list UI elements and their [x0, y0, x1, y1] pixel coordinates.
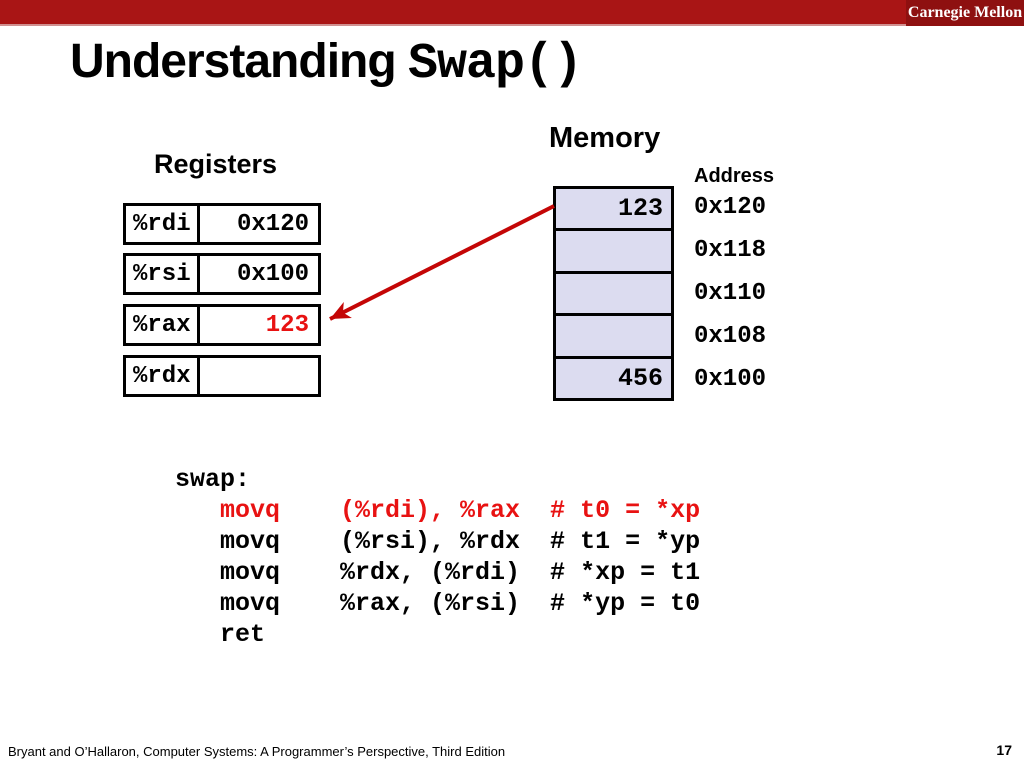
register-row-rdi: %rdi 0x120 — [123, 203, 321, 245]
memory-cell — [556, 231, 671, 274]
top-banner: Carnegie Mellon — [0, 0, 1024, 26]
address-column: 0x120 0x118 0x110 0x108 0x100 — [694, 186, 804, 401]
code-line-ret: ret — [175, 620, 266, 649]
register-value: 0x120 — [236, 210, 309, 238]
address-label: 0x120 — [694, 194, 767, 221]
register-name: %rdi — [126, 206, 200, 242]
address-label: 0x118 — [694, 237, 767, 264]
code-line-movq-4: movq %rax, (%rsi) # *yp = t0 — [175, 589, 701, 618]
code-line-movq-2: movq (%rsi), %rdx # t1 = *yp — [175, 527, 701, 556]
code-line-movq-1: movq (%rdi), %rax # t0 = *xp — [175, 496, 701, 525]
slide-title-text: Understanding — [70, 35, 409, 88]
memory-cell: 123 — [556, 189, 671, 232]
register-name: %rax — [126, 307, 200, 343]
address-label: 0x110 — [694, 280, 767, 307]
brand-block: Carnegie Mellon — [906, 0, 1024, 26]
memory-cell: 456 — [556, 358, 671, 399]
address-column-heading: Address — [694, 165, 775, 187]
brand-wordmark: Carnegie Mellon — [907, 4, 1023, 21]
memory-box: 123 456 — [553, 186, 674, 401]
slide-title-code: Swap() — [408, 36, 583, 93]
register-value: 123 — [265, 311, 309, 339]
code-line-movq-3: movq %rdx, (%rdi) # *xp = t1 — [175, 558, 701, 587]
address-label: 0x108 — [694, 323, 767, 350]
address-label: 0x100 — [694, 366, 767, 393]
footer-citation: Bryant and O’Hallaron, Computer Systems:… — [8, 744, 506, 759]
slide-title: Understanding Swap() — [70, 34, 583, 93]
memory-cell — [556, 316, 671, 359]
register-row-rdx: %rdx — [123, 355, 321, 397]
code-line-swap-label: swap: — [175, 465, 251, 494]
register-value — [200, 358, 318, 394]
register-name: %rdx — [126, 358, 200, 394]
memory-heading: Memory — [549, 122, 661, 154]
registers-heading: Registers — [154, 149, 278, 179]
swap-assembly-code: swap: movq (%rdi), %rax # t0 = *xp movq … — [175, 464, 700, 650]
register-value: 0x100 — [236, 260, 309, 288]
register-row-rax: %rax 123 — [123, 304, 321, 346]
memory-cell — [556, 273, 671, 317]
register-row-rsi: %rsi 0x100 — [123, 253, 321, 295]
register-name: %rsi — [126, 256, 200, 292]
page-number: 17 — [996, 742, 1012, 758]
